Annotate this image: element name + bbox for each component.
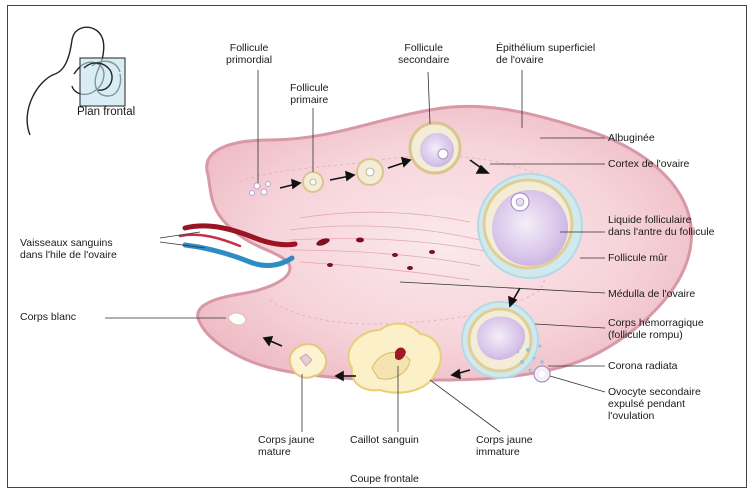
label-ovocyte: Ovocyte secondaire expulsé pendant l'ovu… <box>608 386 701 422</box>
label-corps-jaune-immature: Corps jaune immature <box>476 434 533 458</box>
label-follicule-mur: Follicule mûr <box>608 252 668 264</box>
label-albuginee: Albuginée <box>608 132 655 144</box>
label-plan-frontal: Plan frontal <box>77 106 135 118</box>
label-corona-radiata: Corona radiata <box>608 360 677 372</box>
label-cortex: Cortex de l'ovaire <box>608 158 689 170</box>
label-corps-jaune-mature: Corps jaune mature <box>258 434 315 458</box>
label-corps-hemorragique: Corps hémorragique (follicule rompu) <box>608 317 704 341</box>
label-vaisseaux: Vaisseaux sanguins dans l'hile de l'ovai… <box>20 237 117 261</box>
secondary-follicle <box>410 123 460 173</box>
corpus-hemorrhagicum <box>462 302 538 378</box>
label-follicule-secondaire: Follicule secondaire <box>398 42 449 66</box>
label-caillot: Caillot sanguin <box>350 434 419 446</box>
secondary-oocyte <box>534 366 550 382</box>
label-follicule-primordial: Follicule primordial <box>226 42 272 66</box>
label-follicule-primaire: Follicule primaire <box>290 82 329 106</box>
mature-follicle <box>478 174 582 278</box>
label-corps-blanc: Corps blanc <box>20 311 76 323</box>
label-liquide-folliculaire: Liquide folliculaire dans l'antre du fol… <box>608 214 715 238</box>
corpus-luteum-mature <box>290 344 326 378</box>
label-coupe-frontale: Coupe frontale <box>350 473 419 485</box>
label-medulla: Médulla de l'ovaire <box>608 288 695 300</box>
label-epithelium: Épithélium superficiel de l'ovaire <box>496 42 595 66</box>
